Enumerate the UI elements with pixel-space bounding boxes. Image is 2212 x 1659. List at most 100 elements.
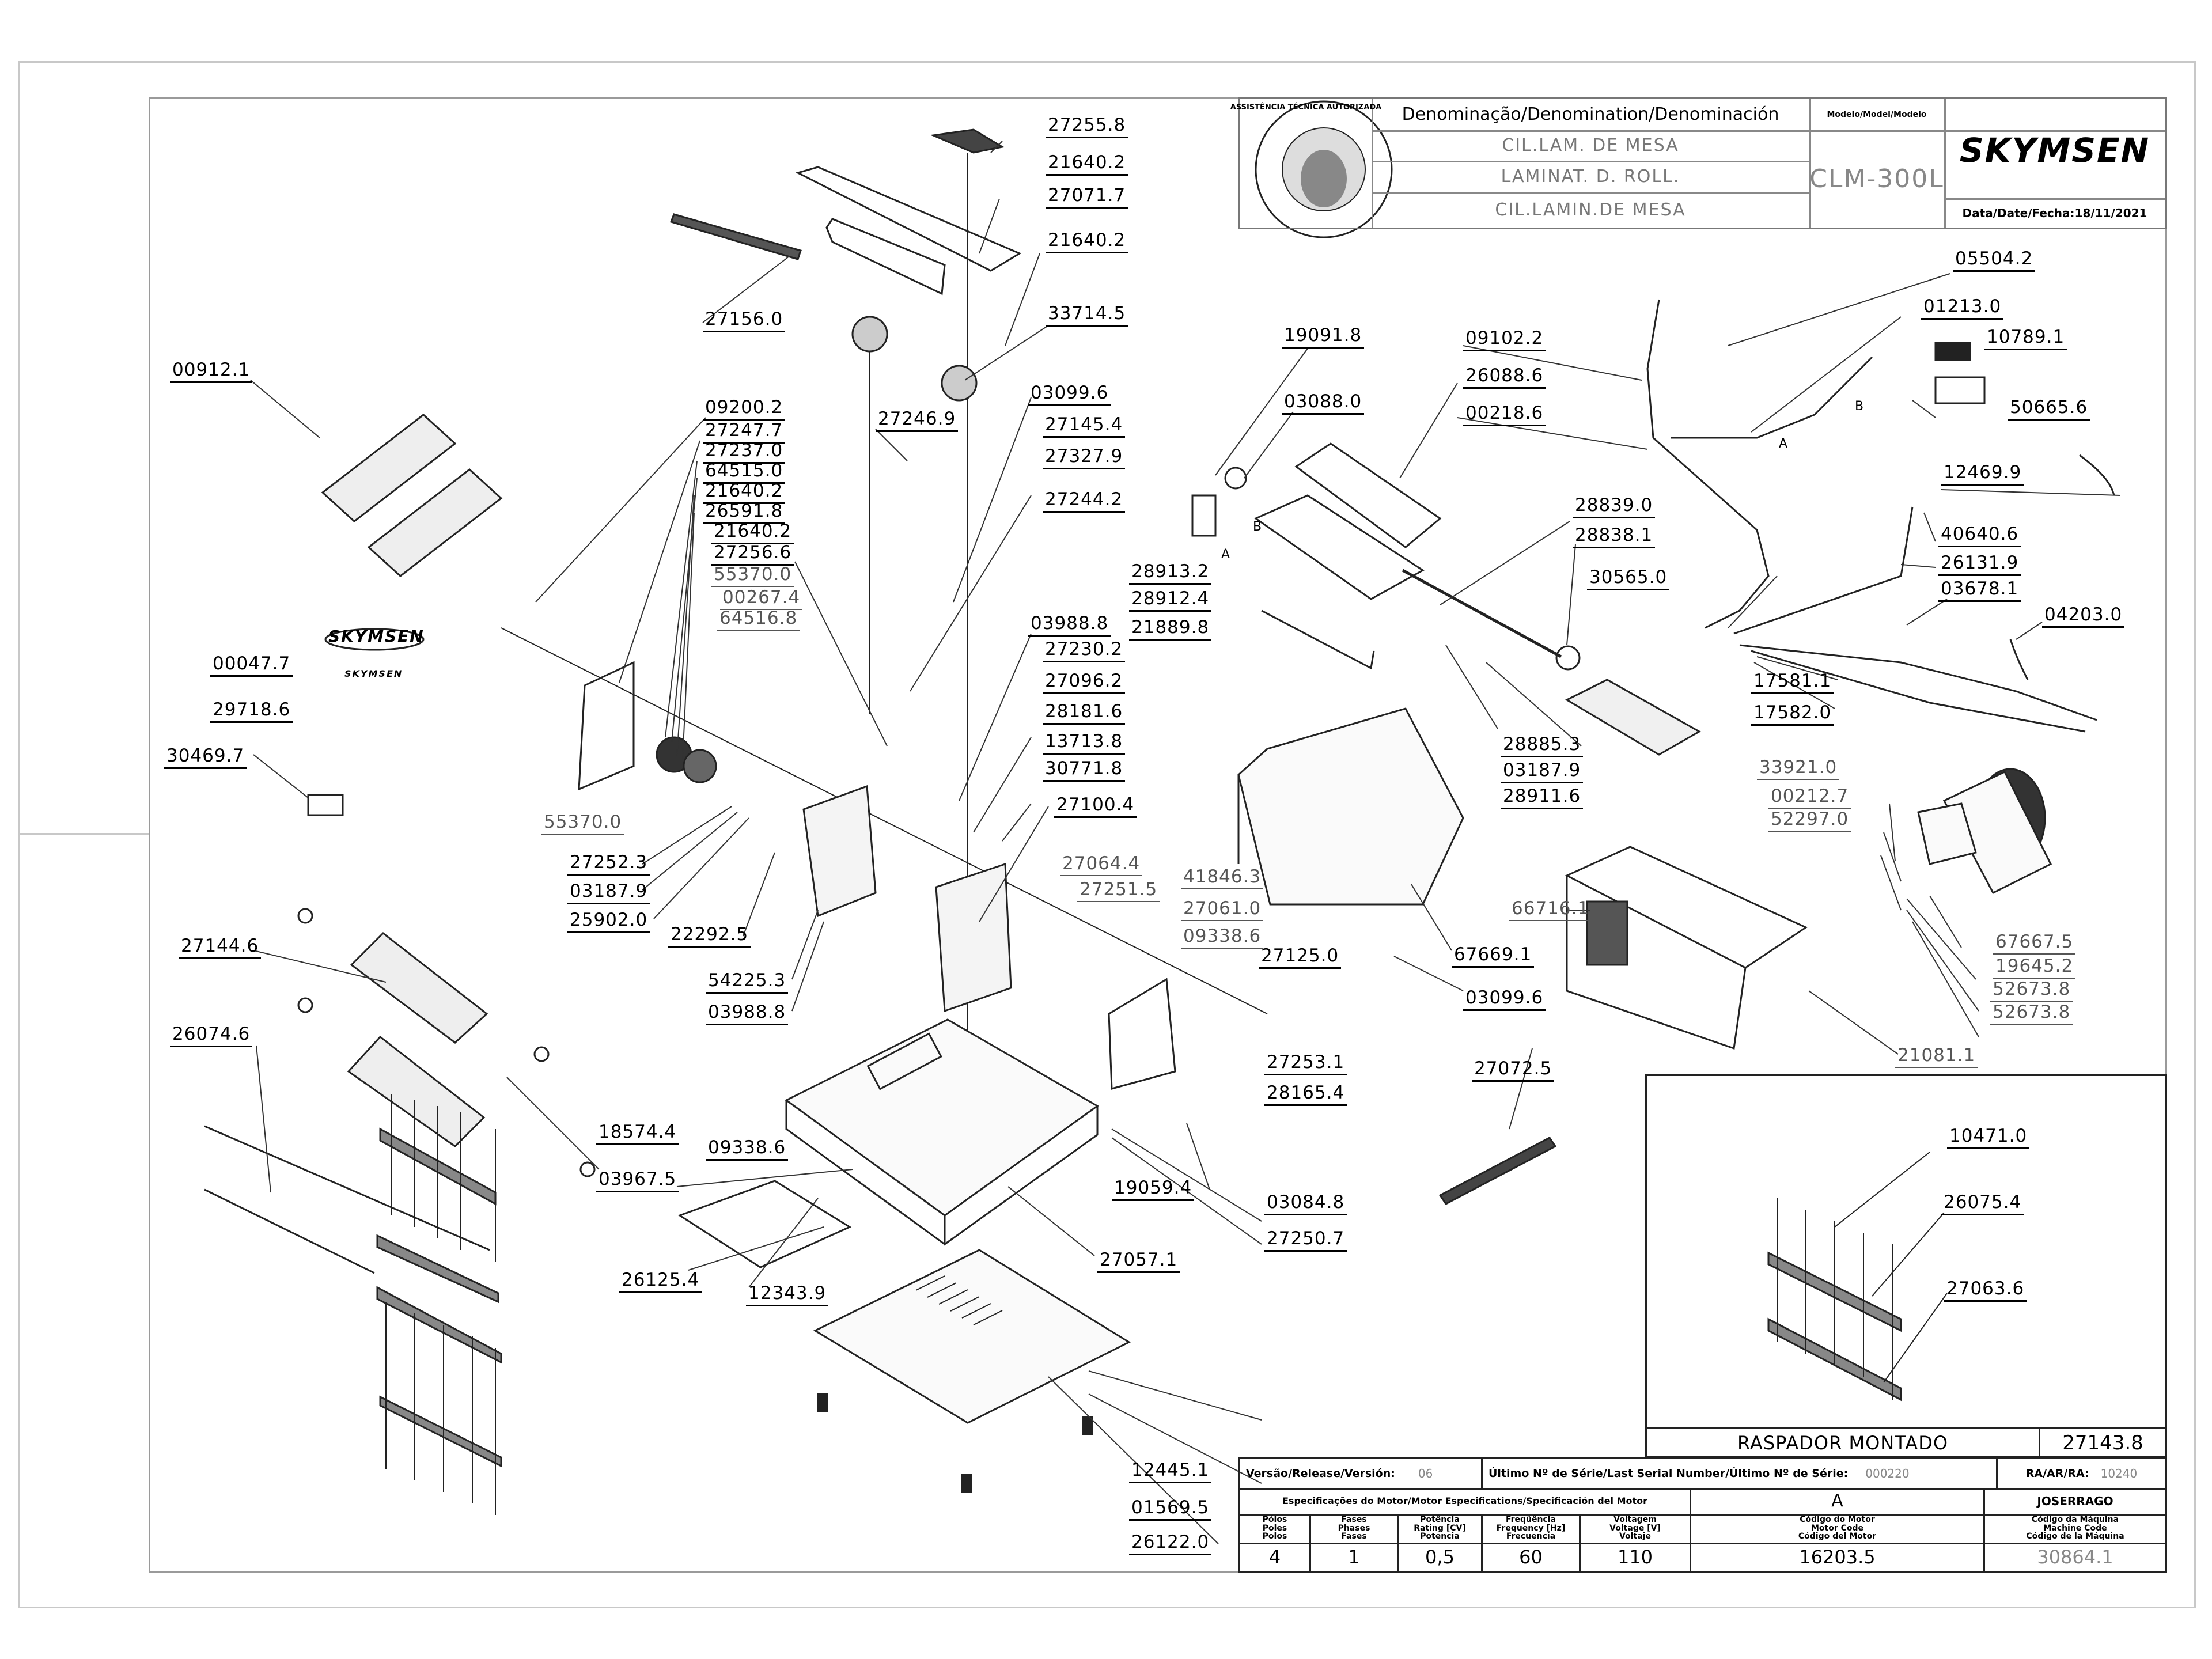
logo-decal-large: SKYMSEN (328, 627, 425, 646)
fold-mark (18, 833, 149, 835)
release-row: Versão/Release/Versión: 06 (1240, 1459, 1481, 1488)
part-label: 55370.0 (711, 565, 794, 587)
part-label: 01569.5 (1129, 1498, 1212, 1521)
part-label: 33921.0 (1757, 757, 1840, 780)
part-label: 28913.2 (1129, 562, 1212, 585)
part-label: 04203.0 (2042, 605, 2125, 628)
part-label: 00047.7 (210, 654, 293, 677)
wire-marker: A (1221, 547, 1230, 562)
model-header: Modelo/Model/Modelo (1827, 109, 1927, 119)
part-label: 67667.5 (1993, 932, 2076, 955)
part-label: 52673.8 (1990, 979, 2073, 1002)
authorized-seal: ASSISTÊNCIA TÉCNICA AUTORIZADA (1230, 99, 1381, 228)
frequency-value: 60 (1519, 1546, 1543, 1568)
part-label: 28839.0 (1573, 495, 1656, 518)
part-label: 27237.0 (703, 441, 786, 464)
part-label: 64516.8 (717, 608, 800, 631)
part-label: 27256.6 (711, 543, 794, 566)
version-value: 06 (1418, 1467, 1433, 1480)
subassembly-window: RASPADOR MONTADO 27143.8 (1645, 1074, 2167, 1457)
part-label: 03967.5 (596, 1169, 679, 1192)
part-label: 19059.4 (1112, 1178, 1195, 1201)
part-label: 27250.7 (1264, 1229, 1347, 1252)
part-label: 52673.8 (1990, 1002, 2073, 1025)
part-label: 19091.8 (1282, 325, 1365, 349)
part-label: 27251.5 (1077, 880, 1160, 902)
part-label: 27071.7 (1046, 185, 1128, 209)
part-label: 27064.4 (1060, 854, 1143, 876)
poles-label: Pólos Poles Polos (1262, 1514, 1287, 1541)
part-label: 17582.0 (1751, 703, 1834, 726)
part-label: 50665.6 (2008, 397, 2090, 421)
denomination-header: Denominação/Denomination/Denominación (1402, 104, 1779, 124)
motor-code-label: Código do Motor Motor Code Código del Mo… (1798, 1514, 1877, 1541)
model-value: CLM-300L (1809, 164, 1944, 194)
part-label: 22292.5 (668, 925, 751, 948)
seal-text: ASSISTÊNCIA TÉCNICA AUTORIZADA (1230, 103, 1382, 112)
date-label: Data/Date/Fecha: (1962, 206, 2075, 220)
part-label: 09102.2 (1463, 328, 1546, 351)
part-label: 19645.2 (1993, 956, 2076, 979)
part-label: 17581.1 (1751, 671, 1834, 694)
spec-table: Versão/Release/Versión: 06 Último Nº de … (1238, 1457, 2167, 1573)
part-label: 28838.1 (1573, 525, 1656, 548)
part-label: 09200.2 (703, 397, 786, 421)
part-label: 27061.0 (1181, 899, 1264, 921)
part-label: 27327.9 (1043, 446, 1126, 469)
part-label: 26075.4 (1941, 1192, 2024, 1215)
part-label: 03099.6 (1463, 988, 1546, 1011)
part-label: 41846.3 (1181, 867, 1264, 889)
part-label: 03988.8 (706, 1002, 789, 1025)
part-label: 27096.2 (1043, 671, 1126, 694)
wire-marker: A (1779, 437, 1788, 451)
part-label: 13713.8 (1043, 732, 1126, 755)
part-label: 26591.8 (703, 501, 786, 524)
part-label: 27244.2 (1043, 490, 1126, 513)
wire-marker: B (1253, 520, 1262, 534)
part-label: 00218.6 (1463, 403, 1546, 426)
voltage-value: 110 (1617, 1546, 1653, 1568)
part-label: 03187.9 (567, 881, 650, 904)
rating-value: 0,5 (1425, 1546, 1455, 1568)
part-label: 27252.3 (567, 853, 650, 876)
ra-value: 10240 (2100, 1467, 2138, 1480)
part-label: 27144.6 (179, 936, 262, 959)
part-label: 27072.5 (1472, 1059, 1555, 1082)
frequency-label: Freqüência Frequency [Hz] Frecuencia (1496, 1514, 1566, 1541)
part-label: 29718.6 (210, 700, 293, 723)
serial-label: Último Nº de Série/Last Serial Number/Úl… (1488, 1467, 1849, 1480)
part-label: 21640.2 (1046, 153, 1128, 176)
part-label: 27125.0 (1259, 946, 1342, 969)
version-label: Versão/Release/Versión: (1246, 1467, 1395, 1480)
machine-header: JOSERRAGO (2037, 1494, 2113, 1508)
part-label: 26074.6 (170, 1024, 253, 1047)
logo-decal-small: SKYMSEN (344, 668, 403, 679)
part-label: 09338.6 (1181, 926, 1264, 949)
part-label: 12343.9 (746, 1283, 829, 1306)
part-label: 27100.4 (1054, 795, 1137, 818)
title-block: Denominação/Denomination/Denominación Mo… (1230, 97, 2167, 229)
part-label: 64515.0 (703, 461, 786, 484)
part-label: 26131.9 (1938, 553, 2021, 576)
part-label: 27145.4 (1043, 415, 1126, 438)
part-label: 28181.6 (1043, 702, 1126, 725)
part-label: 03099.6 (1028, 383, 1111, 406)
denomination-en: LAMINAT. D. ROLL. (1501, 166, 1680, 187)
part-label: 28885.3 (1501, 734, 1584, 757)
serial-row: Último Nº de Série/Last Serial Number/Úl… (1483, 1459, 1996, 1488)
drawing-frame (149, 97, 2167, 1573)
part-label: 30565.0 (1587, 567, 1670, 590)
part-label: 54225.3 (706, 971, 789, 994)
part-label: 10471.0 (1947, 1126, 2030, 1149)
part-label: 21640.2 (1046, 230, 1128, 253)
part-label: 27255.8 (1046, 115, 1128, 138)
part-label: 12469.9 (1941, 463, 2024, 486)
part-label: 67669.1 (1452, 945, 1535, 968)
date-row: Data/Date/Fecha: 18/11/2021 (1944, 198, 2165, 228)
machine-code-value: 30864.1 (2037, 1546, 2113, 1568)
poles-value: 4 (1268, 1546, 1281, 1568)
date-value: 18/11/2021 (2074, 206, 2147, 220)
part-label: 30771.8 (1043, 759, 1126, 782)
brand-logo: SKYMSEN (1959, 131, 2150, 170)
